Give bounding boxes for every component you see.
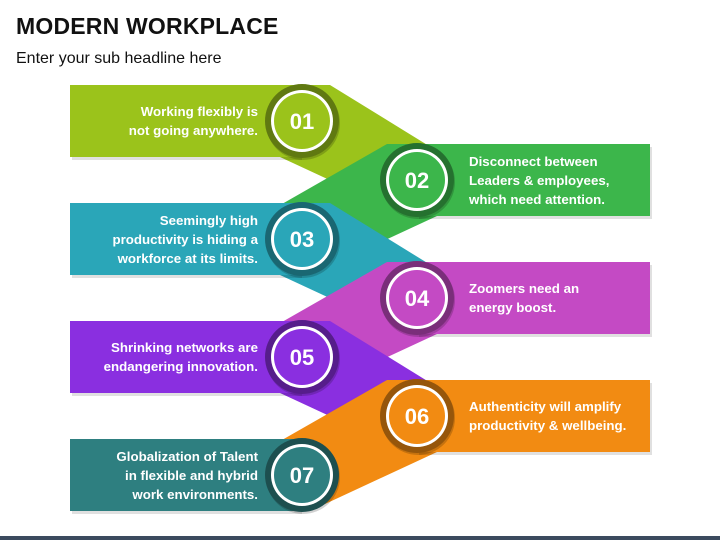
step-banner xyxy=(70,203,300,275)
step-banner xyxy=(417,144,650,216)
step-text: Shrinking networks are endangering innova… xyxy=(86,321,258,393)
step-text-line: Working flexibly is xyxy=(140,104,258,119)
step-text: Working flexibly is not going anywhere. xyxy=(86,85,258,157)
step-text: Seemingly high productivity is hiding a wo… xyxy=(86,203,258,275)
step-text-line: Disconnect between xyxy=(469,153,598,169)
step-banner xyxy=(417,262,650,334)
step-banner xyxy=(70,321,300,393)
step-text-line: Shrinking networks are xyxy=(110,340,258,355)
bottom-bar xyxy=(0,536,720,540)
step-text: Zoomers need an energy boost. xyxy=(469,262,641,334)
step-text-line: energy boost. xyxy=(469,300,557,315)
step-text-line: Authenticity will amplify xyxy=(469,399,622,414)
step-number: 06 xyxy=(405,404,429,429)
circle-disc xyxy=(274,93,330,149)
page-subtitle: Enter your sub headline here xyxy=(16,50,222,67)
step-text-line: Seemingly high xyxy=(159,212,258,228)
step-number: 01 xyxy=(290,109,314,134)
step-number: 05 xyxy=(290,345,314,370)
step-number: 07 xyxy=(290,463,314,488)
step-text-line: which need attention. xyxy=(469,191,605,207)
step-text: Authenticity will amplify productivity & … xyxy=(469,380,641,452)
step-number: 04 xyxy=(405,286,430,311)
circle-disc xyxy=(389,270,445,326)
step-banner xyxy=(417,380,650,452)
step-banner xyxy=(70,439,300,511)
step-text-line: Leaders & employees, xyxy=(469,172,610,188)
circle-disc xyxy=(274,447,330,503)
step-text-line: in flexible and hybrid xyxy=(125,467,258,483)
step-text-line: not going anywhere. xyxy=(128,123,258,138)
step-text-line: productivity is hiding a xyxy=(112,231,258,247)
circle-disc xyxy=(274,211,330,267)
circle-disc xyxy=(389,152,445,208)
step-text-line: productivity & wellbeing. xyxy=(469,418,627,433)
banner-layer xyxy=(70,85,652,514)
circle-disc xyxy=(274,329,330,385)
step-number: 03 xyxy=(290,227,314,252)
step-text-line: Globalization of Talent xyxy=(116,448,258,464)
step-text-line: work environments. xyxy=(132,486,258,502)
step-text-line: Zoomers need an xyxy=(469,281,580,296)
step-text-line: workforce at its limits. xyxy=(117,250,258,266)
step-number: 02 xyxy=(405,168,429,193)
step-text: Globalization of Talent in flexible and h… xyxy=(86,439,258,511)
page-title: MODERN WORKPLACE xyxy=(16,13,279,39)
circle-disc xyxy=(389,388,445,444)
circle-layer: 01 02 03 04 05 06 07 xyxy=(265,84,455,514)
step-banner xyxy=(70,85,300,157)
step-text-line: endangering innovation. xyxy=(103,359,258,374)
